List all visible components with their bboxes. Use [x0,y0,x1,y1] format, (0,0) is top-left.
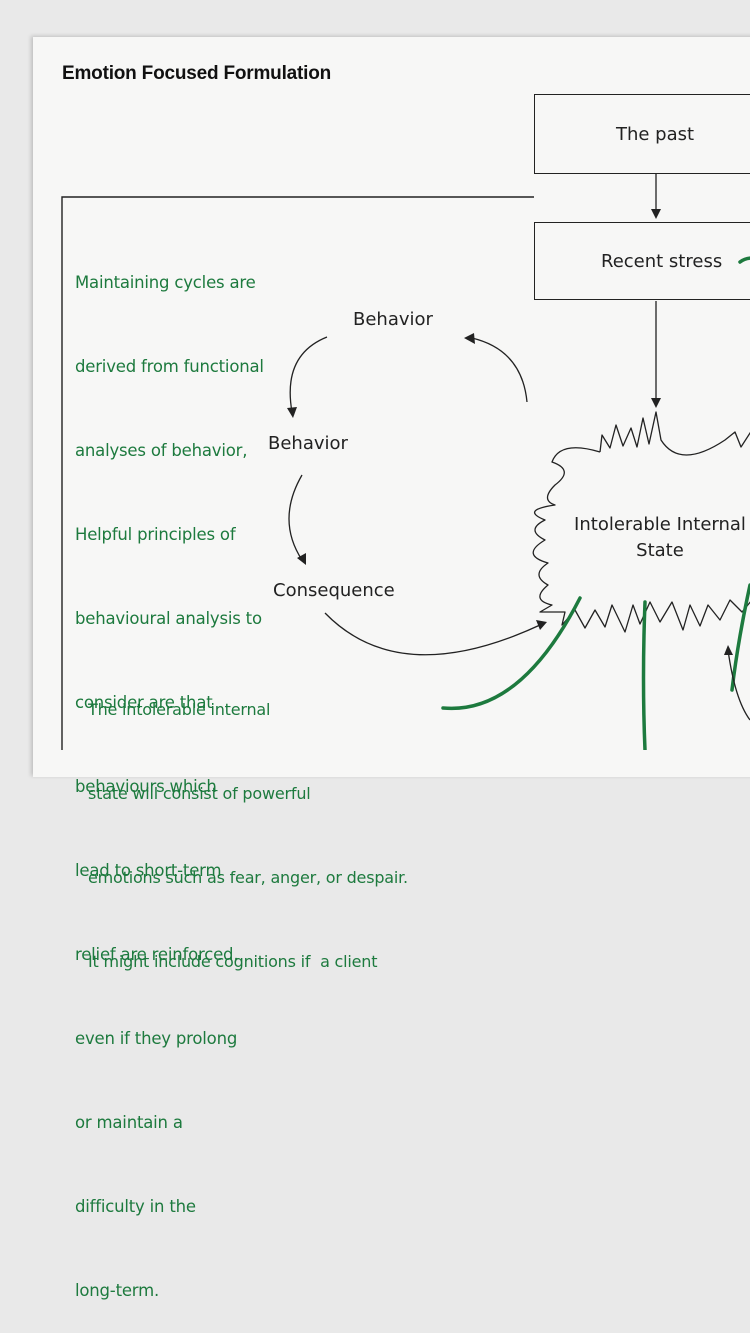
green-mark-stress [738,256,750,264]
arrow-consequence-to-state [324,612,541,656]
note-line: Helpful principles of [75,525,236,544]
note-line: difficulty in the [75,1197,196,1216]
arrow-cycle-top [471,337,528,403]
note-line: or maintain a [75,1113,183,1132]
recent-stress-box: Recent stress [534,222,750,300]
worksheet-paper [33,37,750,777]
intolerable-state-burst [532,411,750,633]
intolerable-state-note: The intolerable internal state will cons… [88,640,408,1004]
note-line: The intolerable internal [88,700,271,719]
green-line-right [730,583,750,692]
note-line: state will consist of powerful [88,784,311,803]
note-line: consider are that [75,693,213,712]
behavior-label-middle: Behavior [268,433,348,454]
note-line: long-term. [75,1281,159,1300]
green-line-middle [641,600,647,750]
past-box: The past [534,94,750,174]
consequence-label: Consequence [273,580,395,601]
frame-border [61,196,534,750]
arrow-behavior-to-behavior [289,336,328,413]
note-line: It might include cognitions if a client [88,952,378,971]
state-line-2: State [636,540,684,561]
note-line: derived from functional [75,357,264,376]
recent-stress-label: Recent stress [601,250,723,272]
diagram-lines [61,173,750,750]
past-label: The past [615,123,695,145]
note-line: behavioural analysis to [75,609,262,628]
note-line: emotions such as fear, anger, or despair… [88,868,408,887]
note-line: analyses of behavior, [75,441,248,460]
page-title: Emotion Focused Formulation [62,63,332,84]
arrow-right-lower [727,649,750,721]
intolerable-state-label: Intolerable Internal State [560,512,750,564]
state-line-1: Intolerable Internal [574,514,746,535]
arrow-behavior-to-consequence [288,474,303,561]
note-line: even if they prolong [75,1029,238,1048]
behavior-label-top: Behavior [353,309,433,330]
note-line: Maintaining cycles are [75,273,256,292]
green-line-intolerable [441,596,582,711]
